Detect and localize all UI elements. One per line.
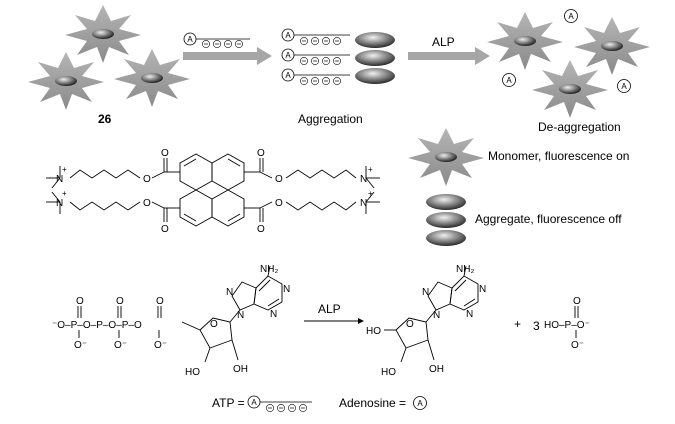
alp-top-label: ALP (432, 35, 455, 49)
svg-text:N: N (479, 284, 486, 295)
svg-text:NH₂: NH₂ (260, 264, 278, 275)
svg-text:O: O (161, 148, 169, 159)
monomer-star-1 (65, 5, 141, 63)
adenosine-structure (384, 265, 479, 363)
svg-text:O⁻: O⁻ (74, 340, 87, 351)
svg-text:O: O (143, 198, 151, 209)
svg-text:N: N (56, 198, 63, 209)
svg-text:N: N (270, 309, 277, 320)
svg-text:+: + (62, 165, 67, 174)
adenosine-legend-symbol (413, 396, 427, 410)
aggregate-stack (355, 32, 395, 84)
perylene-structure (46, 153, 380, 227)
svg-text:O: O (161, 224, 169, 235)
svg-text:+: + (62, 189, 67, 198)
atp-symbol-top (183, 32, 250, 48)
stoichiometry-3: 3 (533, 319, 540, 333)
svg-text:OH: OH (233, 364, 248, 375)
alp-bottom-label: ALP (318, 302, 341, 316)
alp-reaction-arrow (304, 318, 364, 324)
adenosine-atom-labels: NH₂ HO HO OH N N N N O (366, 264, 486, 378)
svg-text:O: O (116, 296, 124, 307)
svg-text:A: A (285, 71, 291, 80)
svg-text:HO–P–O⁻: HO–P–O⁻ (544, 320, 590, 331)
svg-text:N: N (433, 310, 440, 321)
monomer-star-3 (114, 49, 190, 107)
svg-text:O: O (275, 174, 283, 185)
svg-text:HO: HO (185, 367, 200, 378)
deaggregation-label: De-aggregation (538, 120, 621, 134)
svg-text:A: A (568, 12, 574, 21)
svg-text:N: N (237, 310, 244, 321)
svg-text:N: N (360, 198, 367, 209)
legend-aggregate-stack (426, 194, 466, 246)
arrow-alp-deaggregation (408, 47, 490, 65)
circle-letters: A A A A A A A A A (187, 12, 627, 408)
svg-text:N: N (226, 287, 233, 298)
svg-text:O⁻: O⁻ (154, 340, 167, 351)
svg-text:NH₂: NH₂ (456, 264, 474, 275)
svg-text:A: A (285, 31, 291, 40)
phosphate-product (574, 306, 579, 338)
svg-text:O⁻: O⁻ (571, 340, 584, 351)
svg-text:O: O (143, 174, 151, 185)
svg-text:O: O (156, 296, 164, 307)
svg-text:O⁻: O⁻ (114, 340, 127, 351)
svg-text:O: O (76, 296, 84, 307)
svg-text:N: N (283, 284, 290, 295)
legend-monomer-label: Monomer, fluorescence on (488, 149, 630, 163)
svg-text:O: O (573, 296, 581, 307)
deagg-star-3 (532, 60, 608, 118)
deagg-star-2 (574, 17, 650, 75)
monomer-star-2 (28, 52, 104, 110)
svg-text:A: A (621, 82, 627, 91)
adenosine-equals-label: Adenosine = (339, 396, 407, 410)
deagg-star-1 (487, 12, 563, 70)
minus-signs (204, 40, 339, 409)
svg-text:N: N (56, 174, 63, 185)
svg-text:O: O (275, 198, 283, 209)
svg-text:O: O (257, 224, 265, 235)
free-adenosine-symbols (502, 9, 631, 93)
svg-text:A: A (187, 35, 193, 44)
svg-text:N: N (360, 174, 367, 185)
svg-text:A: A (285, 51, 291, 60)
compound-number: 26 (98, 112, 112, 126)
svg-text:O: O (406, 319, 414, 330)
atp-legend-symbol (247, 395, 312, 412)
svg-text:A: A (506, 76, 512, 85)
svg-text:N: N (422, 287, 429, 298)
svg-text:+: + (368, 165, 373, 174)
legend-aggregate-label: Aggregate, fluorescence off (475, 212, 622, 226)
svg-text:O: O (210, 319, 218, 330)
svg-text:HO: HO (366, 326, 381, 337)
phosphate-labels: HO–P–O⁻ O O⁻ (544, 296, 590, 351)
arrow-to-aggregation (183, 47, 272, 65)
atp-structure (77, 265, 283, 363)
perylene-atom-labels: O O O O O O O O N N N N + + + + (56, 148, 373, 235)
svg-text:A: A (417, 399, 423, 408)
svg-text:N: N (466, 309, 473, 320)
legend-monomer-star (408, 128, 484, 186)
plus-sign: + (514, 317, 522, 331)
svg-text:⁻O–P–O–P–O–P–O: ⁻O–P–O–P–O–P–O (52, 320, 142, 331)
svg-text:OH: OH (429, 364, 444, 375)
atp-equals-label: ATP = (212, 396, 245, 410)
bound-atp-group (281, 28, 350, 85)
atp-atom-labels: ⁻O–P–O–P–O–P–O O O O O⁻ O⁻ O⁻ NH₂ HO OH … (52, 264, 290, 378)
svg-text:O: O (257, 148, 265, 159)
aggregation-label: Aggregation (298, 112, 363, 126)
svg-text:+: + (368, 189, 373, 198)
svg-text:A: A (251, 398, 257, 407)
svg-text:HO: HO (381, 367, 396, 378)
